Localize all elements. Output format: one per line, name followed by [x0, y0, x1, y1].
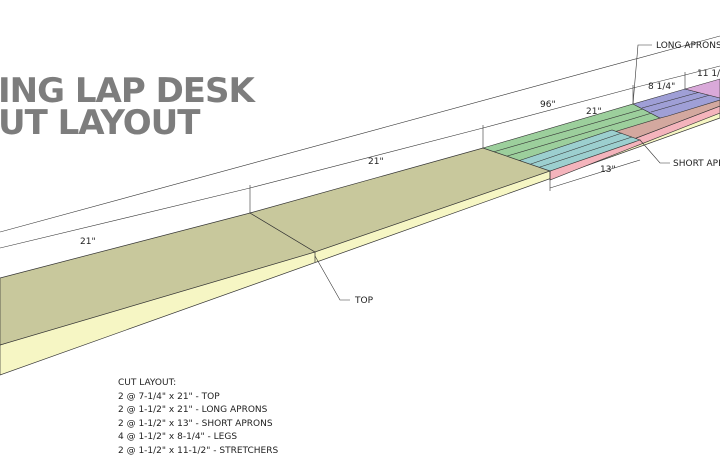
cut-list-item: 2 @ 1-1/2" x 21" - LONG APRONS [118, 405, 268, 415]
title-line-2: UT LAYOUT [0, 103, 200, 143]
dim-top-2: 21" [368, 157, 384, 167]
callout-short-aprons: SHORT APRONS [673, 159, 720, 169]
cut-list: CUT LAYOUT: 2 @ 7-1/4" x 21" - TOP 2 @ 1… [118, 377, 278, 458]
dim-overall: 96" [540, 100, 556, 110]
cut-list-heading: CUT LAYOUT: [118, 378, 177, 388]
cut-list-item: 4 @ 1-1/2" x 8-1/4" - LEGS [118, 432, 238, 442]
title-line-1: ING LAP DESK [0, 71, 255, 111]
callout-top: TOP [354, 296, 374, 306]
stretchers [683, 78, 720, 99]
cut-list-item: 2 @ 1-1/2" x 13" - SHORT APRONS [118, 418, 273, 429]
top-piece-2 [249, 147, 552, 253]
cut-list-item: 2 @ 1-1/2" x 11-1/2" - STRETCHERS [118, 445, 279, 456]
callout-long-aprons: LONG APRONS [656, 41, 720, 51]
cut-list-item: 2 @ 7-1/4" x 21" - TOP [118, 391, 220, 402]
dim-stretchers: 11 1/2" [697, 69, 720, 79]
dim-top-1: 21" [80, 237, 96, 247]
dim-legs: 8 1/4" [648, 82, 675, 92]
dim-long-aprons: 21" [586, 107, 602, 117]
dim-short-aprons: 13" [600, 165, 616, 175]
